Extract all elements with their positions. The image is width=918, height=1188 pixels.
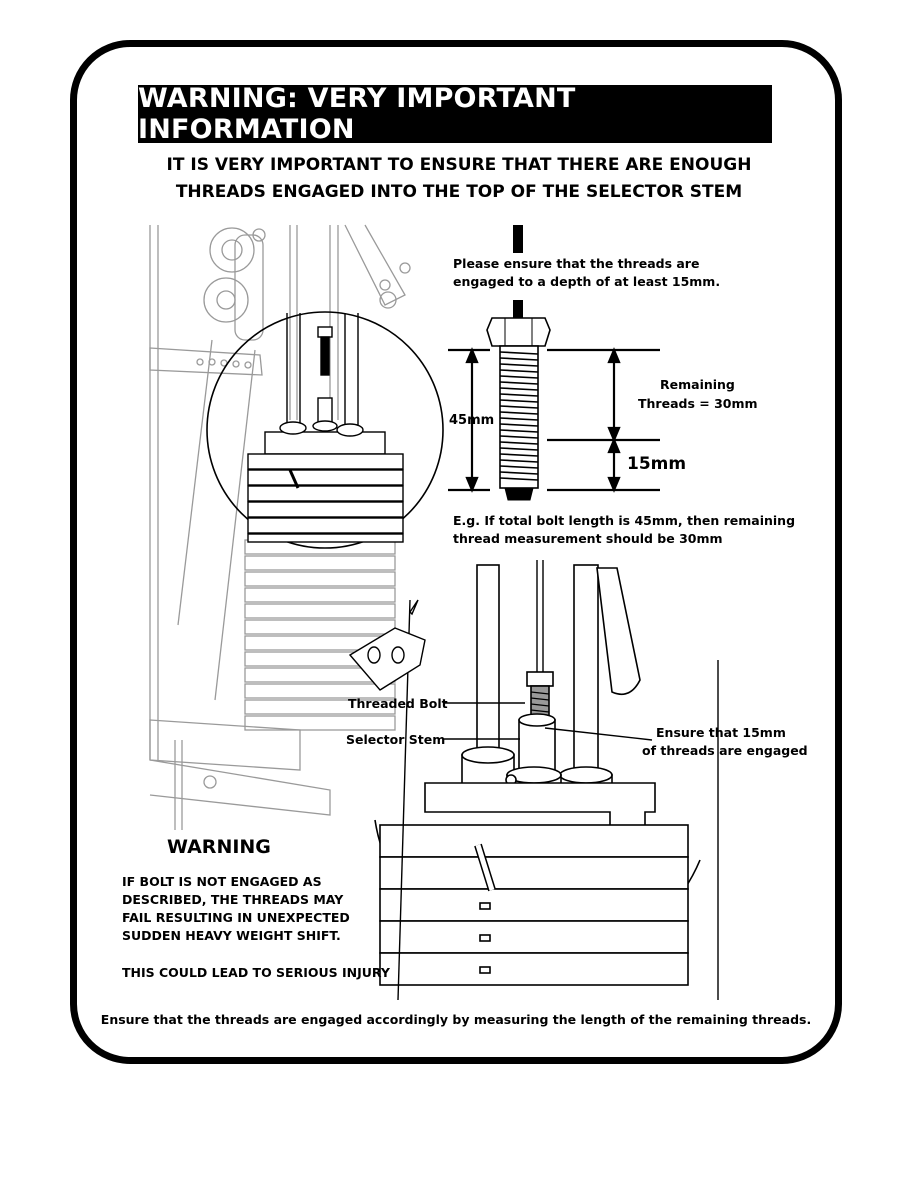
lower-detail (374, 560, 701, 986)
example-line-1: E.g. If total bolt length is 45mm, then … (453, 513, 796, 528)
page-border (70, 40, 842, 1064)
warning-line-3: FAIL RESULTING IN UNEXPECTED (122, 910, 350, 925)
subheading-line-2: THREADS ENGAGED INTO THE TOP OF THE SELE… (175, 182, 743, 202)
selector-stem-callout: Selector Stem (346, 732, 446, 747)
footer-note: Ensure that the threads are engaged acco… (100, 1012, 812, 1027)
bolt-note-line-2: engaged to a depth of at least 15mm. (453, 274, 721, 289)
threaded-bolt-callout: Threaded Bolt (348, 696, 448, 711)
warning-line-2: DESCRIBED, THE THREADS MAY (122, 892, 344, 907)
warning-heading: WARNING (167, 836, 271, 858)
bolt-note-line-1: Please ensure that the threads are (453, 256, 700, 271)
subheading-line-1: IT IS VERY IMPORTANT TO ENSURE THAT THER… (166, 155, 752, 175)
warning-injury: THIS COULD LEAD TO SERIOUS INJURY (122, 965, 390, 980)
remaining-label-line-2: Threads = 30mm (638, 396, 758, 411)
bolt-thread-lines (499, 351, 539, 481)
engaged-label: 15mm (627, 454, 687, 474)
ensure-callout-line-1: Ensure that 15mm (656, 725, 786, 740)
remaining-label-line-1: Remaining (660, 377, 735, 392)
total-length-label: 45mm (449, 413, 495, 428)
example-line-2: thread measurement should be 30mm (453, 531, 723, 546)
dimension-lines (448, 347, 660, 493)
warning-line-4: SUDDEN HEAVY WEIGHT SHIFT. (122, 928, 341, 943)
warning-banner: WARNING: VERY IMPORTANT INFORMATION (138, 83, 772, 145)
ensure-callout-line-2: of threads are engaged (642, 743, 808, 758)
warning-line-1: IF BOLT IS NOT ENGAGED AS (122, 874, 322, 889)
